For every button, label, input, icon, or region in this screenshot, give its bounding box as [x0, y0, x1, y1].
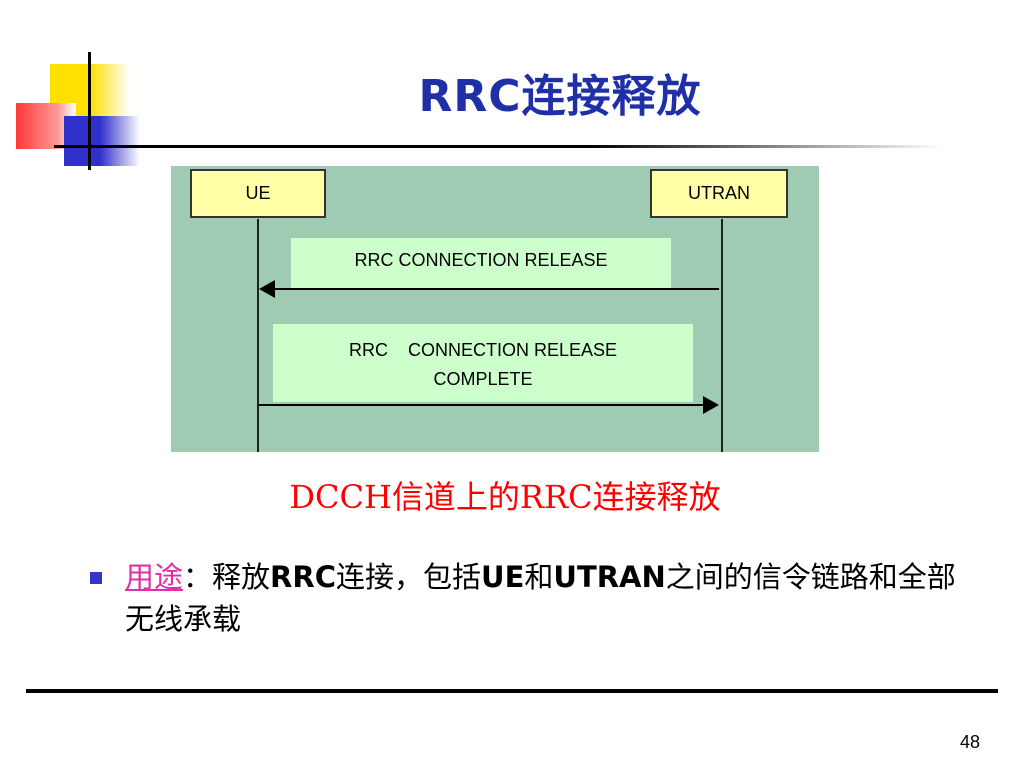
bullet-text-1: 释放: [212, 560, 271, 594]
bullet-text: 用途：释放RRC连接，包括UE和UTRAN之间的信令链路和全部无线承载: [125, 556, 965, 640]
lifeline-utran: [721, 219, 723, 452]
bullet-colon: ：: [183, 560, 213, 594]
bullet-bold-utran: UTRAN: [553, 560, 666, 594]
message-rrc-connection-release: RRC CONNECTION RELEASE: [291, 238, 671, 288]
bullet-keyword: 用途: [125, 560, 184, 594]
decor-blue-fade: [100, 116, 140, 166]
bullet-bold-ue: UE: [481, 560, 525, 594]
decor-vertical-line: [88, 52, 91, 170]
bullet-bold-rrc: RRC: [270, 560, 336, 594]
arrow-ue-to-utran: [259, 404, 705, 406]
bullet-square-icon: [90, 572, 102, 584]
arrow-utran-to-ue: [273, 288, 719, 290]
message-label: RRC CONNECTION RELEASE: [354, 250, 608, 270]
bullet-text-3: 和: [524, 560, 554, 594]
message-label-line2: COMPLETE: [433, 369, 533, 389]
arrowhead-right-icon: [703, 396, 719, 414]
arrowhead-left-icon: [259, 280, 275, 298]
title-underline: [54, 145, 944, 148]
lifeline-ue: [257, 219, 259, 452]
entity-utran: UTRAN: [650, 169, 788, 218]
sequence-diagram: UE UTRAN RRC CONNECTION RELEASE RRC CONN…: [171, 166, 819, 452]
message-rrc-connection-release-complete: RRC CONNECTION RELEASE COMPLETE: [273, 324, 693, 402]
decor-yellow-fade: [90, 64, 130, 116]
bullet-text-2: 连接，包括: [336, 560, 482, 594]
entity-ue: UE: [190, 169, 326, 218]
page-number: 48: [959, 732, 980, 752]
message-label-line1: RRC CONNECTION RELEASE: [348, 340, 618, 360]
page-title: RRC连接释放: [418, 71, 702, 122]
bullet-text-4: 之间的信令链路和全部无线承载: [125, 560, 956, 636]
footer-divider: [26, 689, 998, 693]
diagram-caption: DCCH信道上的RRC连接释放: [289, 478, 721, 516]
